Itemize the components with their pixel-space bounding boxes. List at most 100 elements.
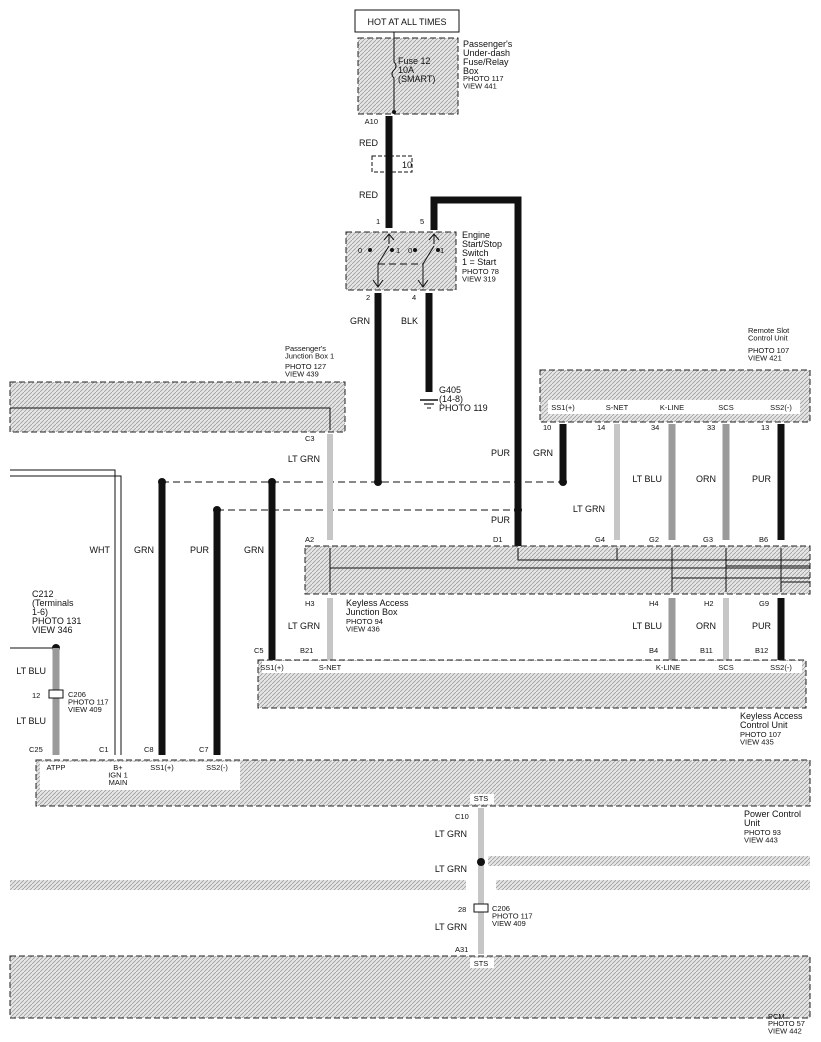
svg-text:H2: H2 — [704, 599, 714, 608]
svg-text:S-NET: S-NET — [606, 403, 629, 412]
svg-text:C7: C7 — [199, 745, 209, 754]
switch-outline — [345, 231, 457, 291]
fuse-symbol-icon — [391, 61, 397, 79]
svg-text:C3: C3 — [305, 434, 315, 443]
svg-text:A31: A31 — [455, 945, 468, 954]
svg-text:B21: B21 — [300, 646, 313, 655]
svg-text:PUR: PUR — [752, 474, 772, 484]
svg-text:14: 14 — [597, 423, 605, 432]
svg-text:LT BLU: LT BLU — [632, 474, 662, 484]
conn-a10: A10 — [365, 117, 378, 126]
svg-text:LT GRN: LT GRN — [288, 621, 320, 631]
color-red-2: RED — [359, 190, 379, 200]
svg-text:0: 0 — [408, 246, 412, 255]
svg-text:C25: C25 — [29, 745, 43, 754]
fusebox-fill — [358, 38, 458, 114]
svg-text:10: 10 — [543, 423, 551, 432]
svg-text:C10: C10 — [455, 812, 469, 821]
ground-label: G405(14-8)PHOTO 119 — [439, 385, 488, 413]
svg-text:B11: B11 — [700, 646, 713, 655]
svg-text:12: 12 — [32, 691, 40, 700]
svg-text:PUR: PUR — [190, 545, 210, 555]
color-red-1: RED — [359, 138, 379, 148]
svg-text:1: 1 — [396, 246, 400, 255]
svg-text:0: 0 — [358, 246, 362, 255]
svg-text:BLK: BLK — [401, 316, 418, 326]
svg-text:ATPP: ATPP — [46, 763, 65, 772]
svg-text:G4: G4 — [595, 535, 605, 544]
pcm-outline — [9, 955, 811, 1019]
power-source-label: HOT AT ALL TIMES — [367, 17, 446, 27]
svg-text:B12: B12 — [755, 646, 768, 655]
svg-text:LT GRN: LT GRN — [435, 864, 467, 874]
svg-text:PUR: PUR — [491, 515, 511, 525]
svg-text:34: 34 — [651, 423, 659, 432]
svg-text:S-NET: S-NET — [319, 663, 342, 672]
svg-text:PUR: PUR — [491, 448, 511, 458]
svg-text:LT GRN: LT GRN — [573, 504, 605, 514]
svg-text:D1: D1 — [493, 535, 503, 544]
remote-slot-outline — [539, 369, 811, 423]
svg-text:SS1(+): SS1(+) — [551, 403, 575, 412]
svg-text:33: 33 — [707, 423, 715, 432]
svg-text:ORN: ORN — [696, 474, 716, 484]
svg-text:28: 28 — [458, 905, 466, 914]
svg-text:LT GRN: LT GRN — [288, 454, 320, 464]
svg-text:LT BLU: LT BLU — [16, 716, 46, 726]
keyless-cu-outline — [257, 659, 807, 709]
svg-text:SS1(+): SS1(+) — [260, 663, 284, 672]
svg-text:H3: H3 — [305, 599, 315, 608]
svg-text:LT GRN: LT GRN — [435, 829, 467, 839]
svg-text:SS2(-): SS2(-) — [770, 403, 792, 412]
keyless-jb-outline — [304, 545, 811, 595]
fusebox-outline — [357, 37, 459, 115]
svg-text:G2: G2 — [649, 535, 659, 544]
svg-text:C5: C5 — [254, 646, 264, 655]
svg-text:LT BLU: LT BLU — [16, 666, 46, 676]
svg-text:GRN: GRN — [244, 545, 264, 555]
pcm-title: PCM — [768, 1012, 785, 1021]
svg-text:13: 13 — [761, 423, 769, 432]
svg-text:STS: STS — [474, 959, 489, 968]
svg-text:B6: B6 — [759, 535, 768, 544]
svg-text:4: 4 — [412, 293, 416, 302]
svg-text:C1: C1 — [99, 745, 109, 754]
svg-text:H4: H4 — [649, 599, 659, 608]
svg-text:LT GRN: LT GRN — [435, 922, 467, 932]
svg-text:SS1(+): SS1(+) — [150, 763, 174, 772]
svg-text:G3: G3 — [703, 535, 713, 544]
wire-pur-switch — [430, 196, 522, 546]
svg-text:C8: C8 — [144, 745, 154, 754]
conn-10: 10 — [402, 160, 412, 170]
power-source-box — [354, 9, 460, 33]
svg-text:1: 1 — [440, 246, 444, 255]
svg-text:SS2(-): SS2(-) — [206, 763, 228, 772]
svg-text:STS: STS — [474, 794, 489, 803]
svg-text:K-LINE: K-LINE — [660, 403, 684, 412]
svg-text:A2: A2 — [305, 535, 314, 544]
svg-text:SCS: SCS — [718, 403, 733, 412]
junction-box-outline — [9, 381, 346, 433]
svg-text:SCS: SCS — [718, 663, 733, 672]
svg-text:GRN: GRN — [134, 545, 154, 555]
svg-text:WHT: WHT — [90, 545, 111, 555]
svg-text:PUR: PUR — [752, 621, 772, 631]
svg-text:GRN: GRN — [350, 316, 370, 326]
